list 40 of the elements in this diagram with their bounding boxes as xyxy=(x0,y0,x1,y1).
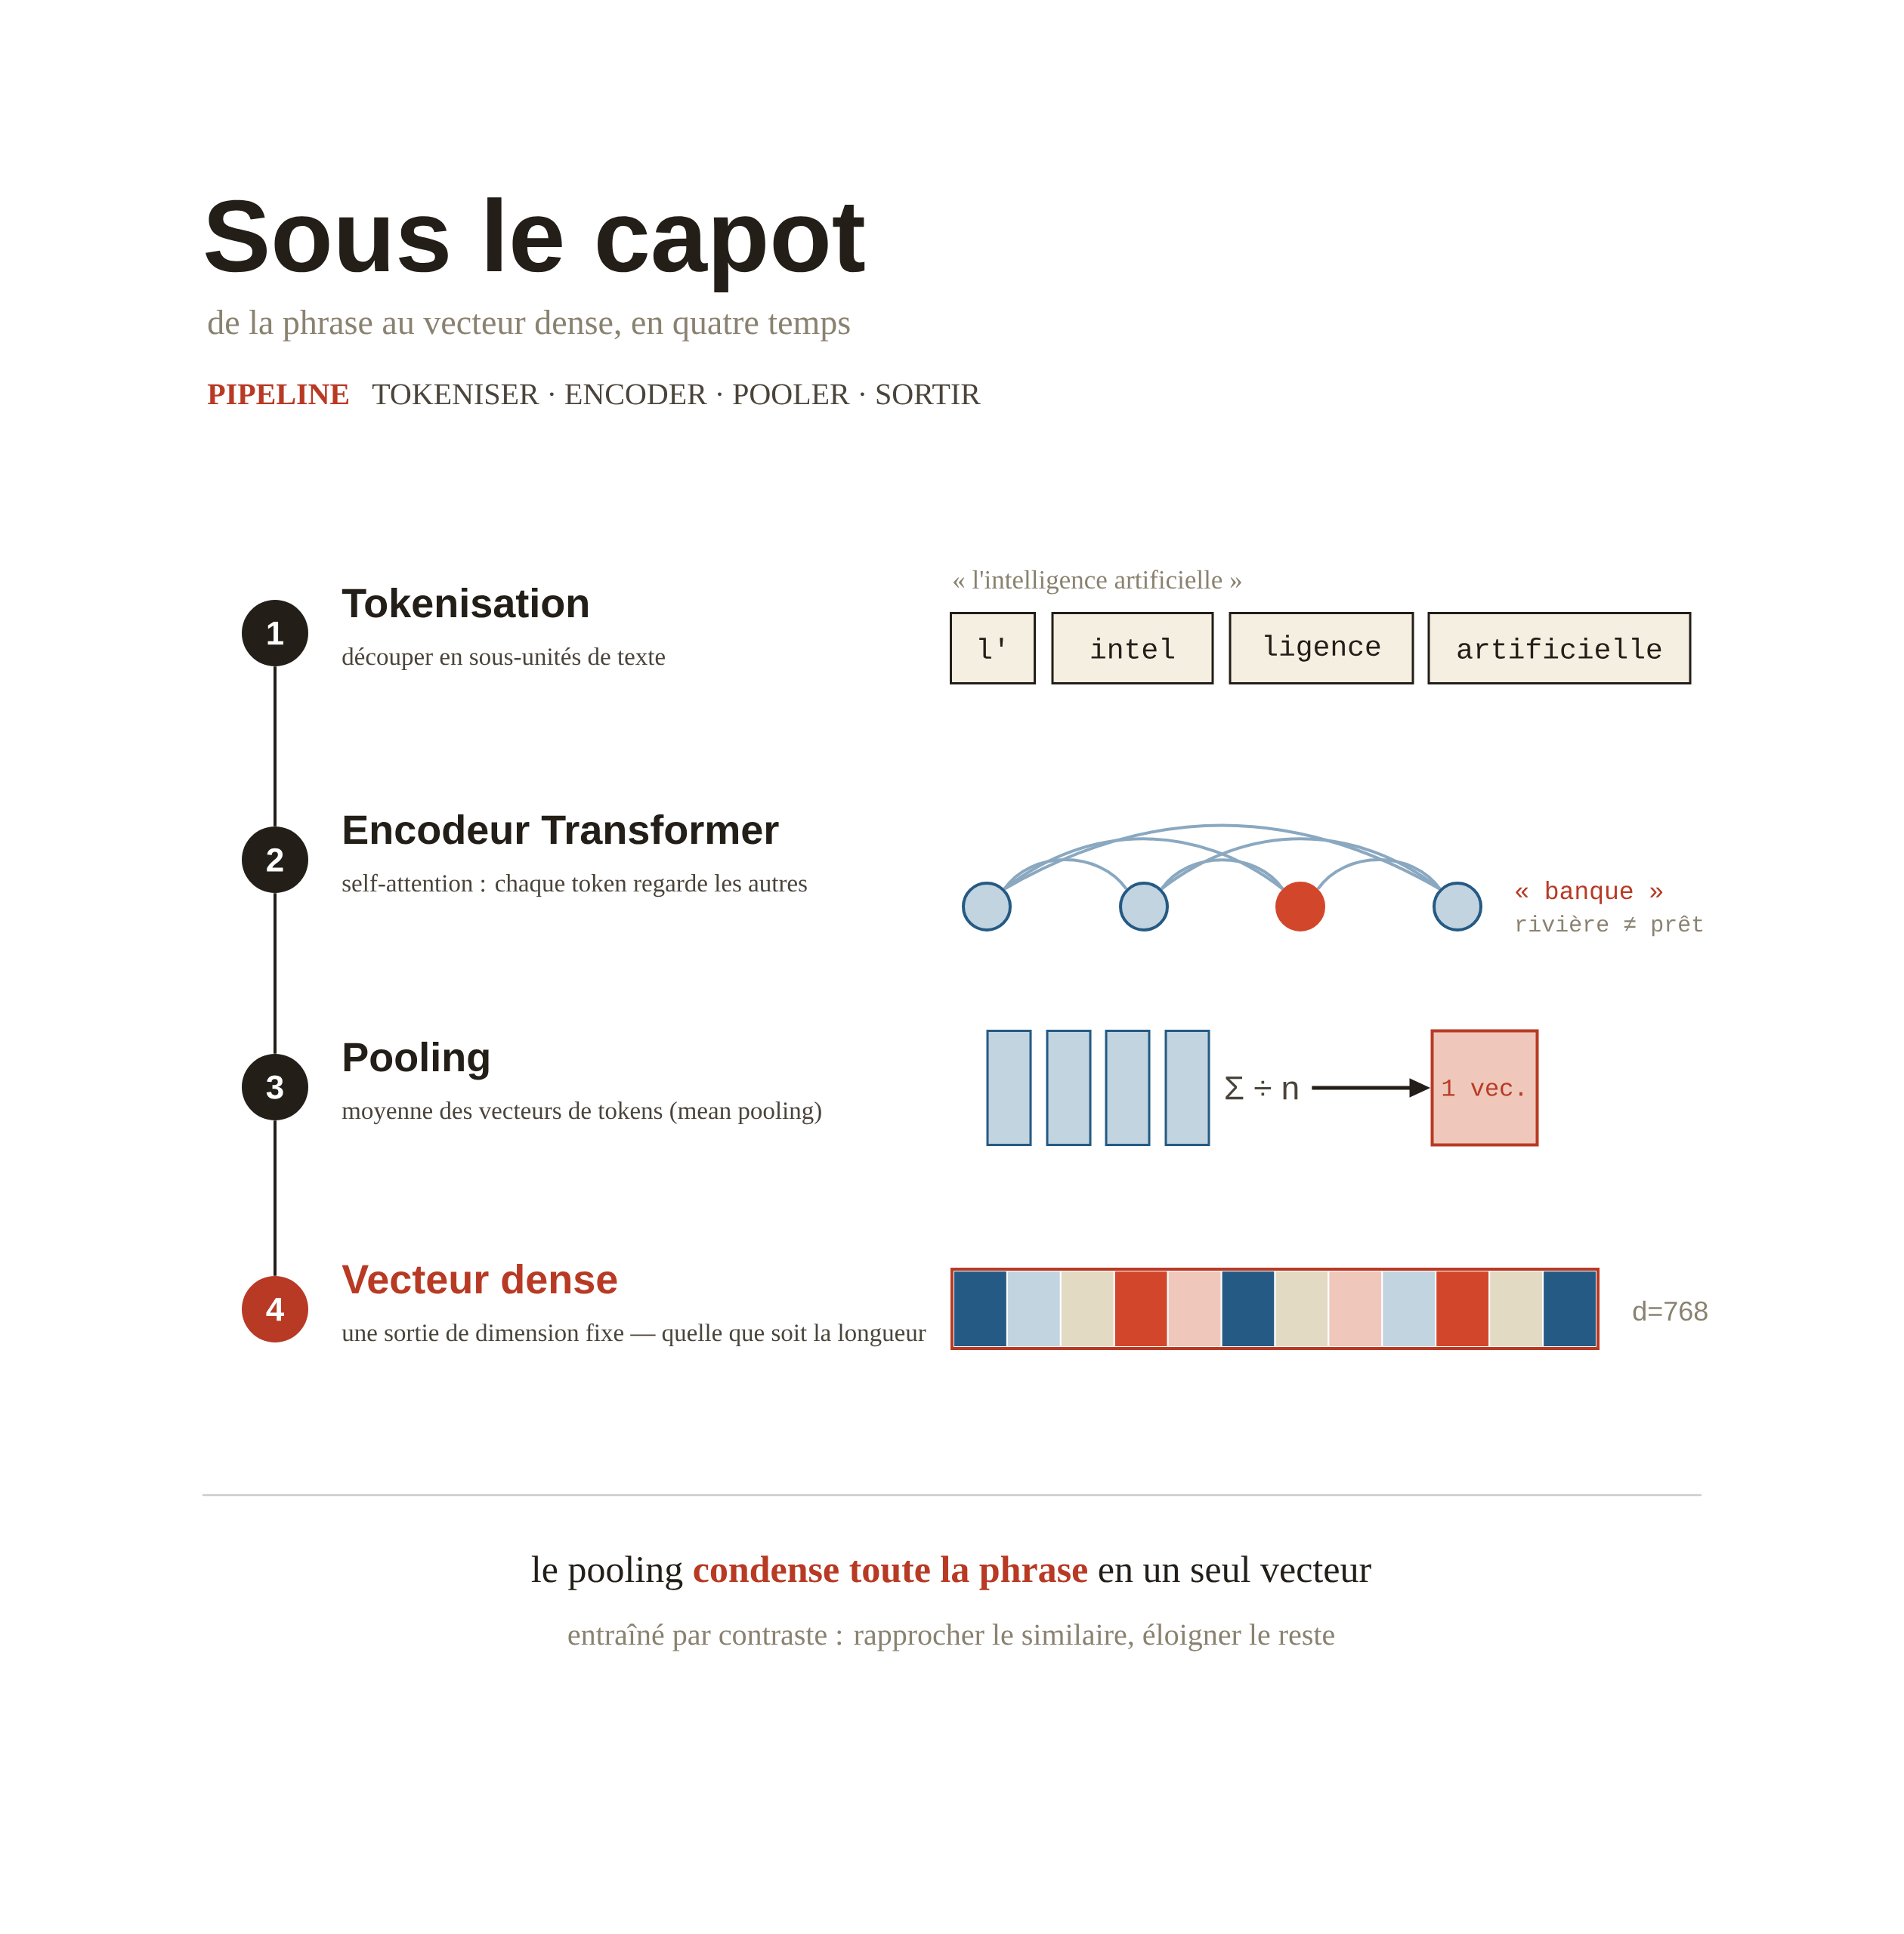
attention-arc xyxy=(1316,858,1442,890)
pipeline-steps: TOKENISER · ENCODER · POOLER · SORTIR xyxy=(372,384,981,405)
training-note: entraîné par contraste : rapprocher le similaire, éloigner le reste xyxy=(568,1624,1334,1651)
token-vector-bar xyxy=(1046,1030,1092,1146)
meaning-note: rivière ≠ prêt xyxy=(1516,915,1703,937)
attention-arc xyxy=(1003,858,1128,890)
title: Sous le capot xyxy=(206,197,865,292)
token-vector-bar xyxy=(1105,1030,1151,1146)
dimension-label: d=768 xyxy=(1633,1300,1708,1321)
token-box: ligence xyxy=(1229,612,1414,684)
token-box: intel xyxy=(1051,612,1214,684)
pooled-vector-box: 1 vec. xyxy=(1430,1029,1539,1147)
step-title: Encodeur Transformer xyxy=(344,814,779,845)
subtitle: de la phrase au vecteur dense, en quatre temps xyxy=(208,310,850,341)
step-title: Pooling xyxy=(344,1041,489,1080)
conclusion-sentence: le pooling condense toute la phrase en un seul vecteur xyxy=(531,1556,1371,1590)
timeline-line xyxy=(274,666,277,826)
attention-arc xyxy=(1003,837,1284,891)
attention-arc xyxy=(1161,837,1441,891)
step-description: self-attention : chaque token regarde les autres xyxy=(342,873,807,897)
token-circle xyxy=(1275,882,1325,931)
attention-arc xyxy=(1160,858,1284,890)
token-box: l' xyxy=(950,612,1036,684)
pipeline-label: PIPELINE xyxy=(207,384,349,404)
mean-formula: Σ ÷ n xyxy=(1226,1076,1298,1100)
example-sentence: « l'intelligence artificielle » xyxy=(954,570,1241,595)
token-circle xyxy=(1433,882,1482,931)
token-vector-bar xyxy=(986,1030,1032,1146)
step-title: Vecteur dense xyxy=(342,1263,617,1294)
token-box: artificielle xyxy=(1427,612,1692,684)
token-circle xyxy=(1119,882,1169,931)
timeline-line xyxy=(274,1120,277,1276)
step-title: Tokenisation xyxy=(342,587,588,618)
token-circle xyxy=(962,882,1012,931)
step-description: une sortie de dimension fixe — quelle que soit la longueur xyxy=(342,1323,926,1347)
step-description: moyenne des vecteurs de tokens (mean pooling) xyxy=(342,1101,821,1125)
focus-word: « banque » xyxy=(1516,881,1663,904)
timeline-line xyxy=(274,893,277,1054)
step-description: découper en sous-unités de texte xyxy=(342,647,665,671)
token-vector-bar xyxy=(1164,1030,1210,1146)
